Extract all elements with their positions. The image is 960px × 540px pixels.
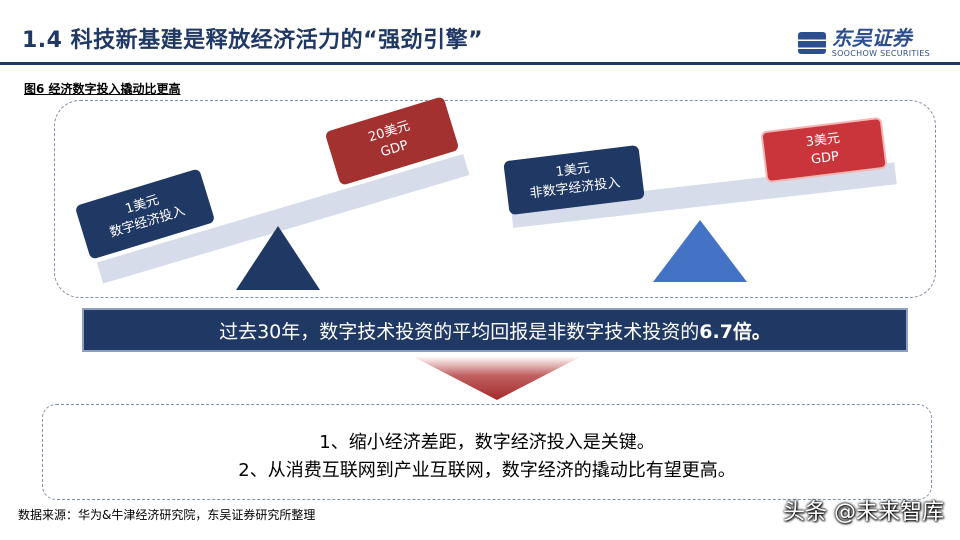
- conclusion-panel: [42, 404, 932, 500]
- data-source: 数据来源：华为&牛津经济研究院，东吴证券研究所整理: [18, 508, 316, 522]
- figure-label: 图6 经济数字投入撬动比更高: [24, 82, 181, 96]
- right-fulcrum-triangle: [653, 220, 747, 282]
- header-divider: [0, 62, 960, 65]
- logo-icon: [797, 32, 826, 54]
- watermark: 头条 @未来智库: [783, 500, 944, 525]
- conclusion-1: 1、缩小经济差距，数字经济投入是关键。: [319, 432, 655, 453]
- left-fulcrum-triangle: [236, 226, 320, 290]
- page-title: 1.4 科技新基建是释放经济活力的“强劲引擎”: [22, 28, 484, 53]
- company-logo: 东吴证券 SOOCHOW SECURITIES: [797, 26, 930, 58]
- down-arrow-icon: [412, 356, 582, 400]
- comparison-panel: [54, 100, 936, 298]
- logo-name-en: SOOCHOW SECURITIES: [831, 49, 930, 58]
- conclusion-2: 2、从消费互联网到产业互联网，数字经济的撬动比有望更高。: [238, 460, 736, 481]
- banner-text: 过去30年，数字技术投资的平均回报是非数字技术投资的: [219, 320, 700, 343]
- banner-highlight: 6.7倍。: [699, 320, 771, 343]
- logo-name-cn: 东吴证券: [831, 26, 912, 50]
